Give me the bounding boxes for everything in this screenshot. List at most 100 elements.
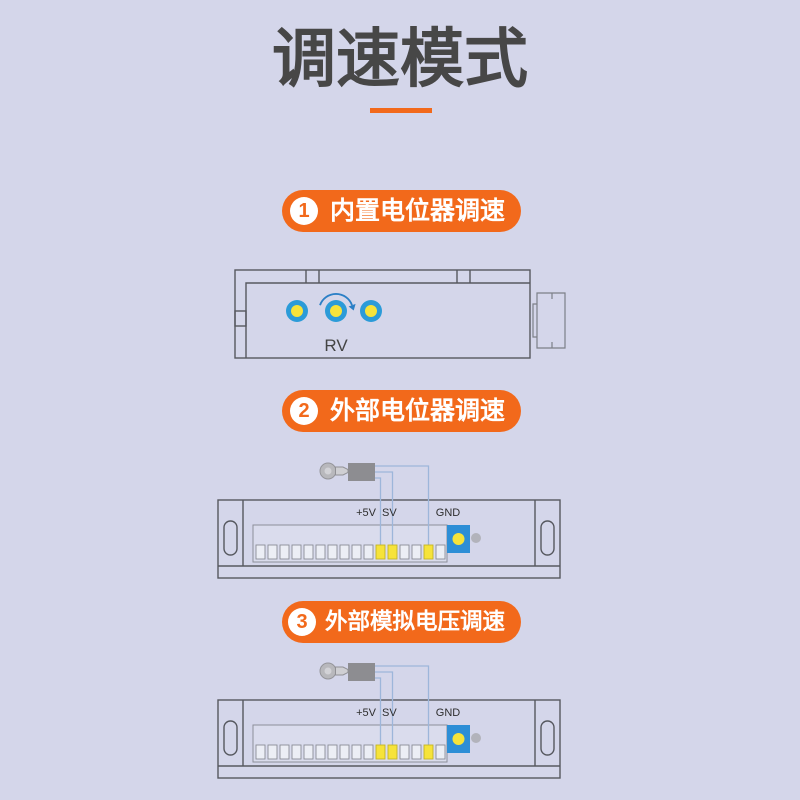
connector-pin: [471, 533, 481, 543]
pin-label-plus5v: +5V: [356, 507, 377, 519]
mode-number-1: 1: [290, 197, 318, 225]
connector-dot: [452, 733, 465, 745]
wire-plus5v: [375, 677, 382, 745]
mode-label-1: 内置电位器调速: [330, 196, 506, 225]
wire-plus5v: [375, 477, 382, 545]
rv-label: RV: [324, 336, 348, 355]
pot-body: [348, 463, 375, 481]
mounting-slot-left: [223, 520, 238, 556]
mode-badge-3: 3 外部模拟电压调速: [282, 601, 521, 643]
indicator-left-center: [291, 305, 303, 317]
mode-badge-1: 1 内置电位器调速: [282, 190, 521, 232]
terminal: [303, 544, 314, 560]
terminal-wired: [375, 544, 386, 560]
driver-housing-front: [217, 699, 561, 779]
terminal: [351, 544, 362, 560]
wire-gnd: [375, 665, 430, 745]
pot-knob-center: [324, 467, 332, 475]
mode-number-3: 3: [288, 608, 316, 636]
terminal: [279, 744, 290, 760]
pin-label-sv: SV: [382, 707, 397, 719]
title-underline: [370, 108, 432, 113]
pot-knob-center: [324, 667, 332, 675]
pot-body: [348, 663, 375, 681]
potentiometer-icon: [319, 662, 375, 681]
rotate-arrow-icon: [319, 293, 356, 311]
terminal: [399, 744, 410, 760]
terminal: [363, 544, 374, 560]
mounting-slot-right: [540, 720, 555, 756]
terminal: [291, 544, 302, 560]
pin-label-gnd: GND: [436, 707, 461, 719]
rotate-arrow-head: [348, 303, 356, 311]
speed-connector: [447, 525, 470, 553]
indicator-right-center: [365, 305, 377, 317]
terminal: [411, 744, 422, 760]
terminal: [291, 744, 302, 760]
housing-panel-edge: [245, 282, 530, 358]
terminal: [267, 544, 278, 560]
connector-pin: [471, 733, 481, 743]
mounting-slot-left: [223, 720, 238, 756]
external-pot-diagram: +5V SV GND: [217, 462, 561, 579]
indicator-left: [286, 300, 308, 322]
rv-knob-center: [330, 305, 342, 317]
indicator-right: [360, 300, 382, 322]
terminal: [435, 744, 446, 760]
terminal: [399, 544, 410, 560]
terminal: [255, 744, 266, 760]
driver-housing-side: [234, 269, 531, 359]
terminal: [351, 744, 362, 760]
terminal-wired: [423, 744, 434, 760]
terminal: [255, 544, 266, 560]
terminal: [315, 544, 326, 560]
housing-body-lines: [218, 500, 560, 567]
terminal-row: [255, 544, 446, 560]
terminal: [315, 744, 326, 760]
housing-top-ribs: [305, 270, 471, 283]
mounting-slot-right: [540, 520, 555, 556]
connector-dot: [452, 533, 465, 545]
mode-label-3: 外部模拟电压调速: [325, 609, 506, 635]
terminal: [327, 744, 338, 760]
terminal: [327, 544, 338, 560]
housing-body-lines: [218, 700, 560, 767]
analog-voltage-diagram: +5V SV GND: [217, 662, 561, 779]
terminal: [339, 544, 350, 560]
pin-label-gnd: GND: [436, 507, 461, 519]
terminal: [411, 544, 422, 560]
wire-gnd: [375, 465, 430, 545]
terminal-wired: [387, 744, 398, 760]
side-connector: [532, 292, 566, 349]
pot-shaft: [335, 466, 349, 476]
mode-label-2: 外部电位器调速: [330, 396, 506, 425]
wire-sv: [375, 671, 394, 745]
housing-side-notch: [234, 310, 247, 327]
potentiometer-icon: [319, 462, 375, 481]
signal-wires: [375, 465, 430, 545]
rotate-arrow-arc: [319, 293, 353, 306]
driver-housing-front: [217, 499, 561, 579]
pot-shaft: [335, 666, 349, 676]
terminal-wired: [375, 744, 386, 760]
mode-number-2: 2: [290, 397, 318, 425]
terminal: [267, 744, 278, 760]
housing-outer: [217, 699, 561, 779]
speed-connector: [447, 725, 470, 753]
terminal-wired: [387, 544, 398, 560]
rv-potentiometer-knob: [325, 300, 347, 322]
terminal: [279, 544, 290, 560]
signal-wires: [375, 665, 430, 745]
terminal-row: [255, 744, 446, 760]
builtin-pot-diagram: RV: [234, 269, 566, 359]
page-title: 调速模式: [272, 23, 528, 97]
terminal: [435, 544, 446, 560]
terminal: [339, 744, 350, 760]
terminal-wired: [423, 544, 434, 560]
pin-label-plus5v: +5V: [356, 707, 377, 719]
terminal: [303, 744, 314, 760]
terminal: [363, 744, 374, 760]
wire-sv: [375, 471, 394, 545]
